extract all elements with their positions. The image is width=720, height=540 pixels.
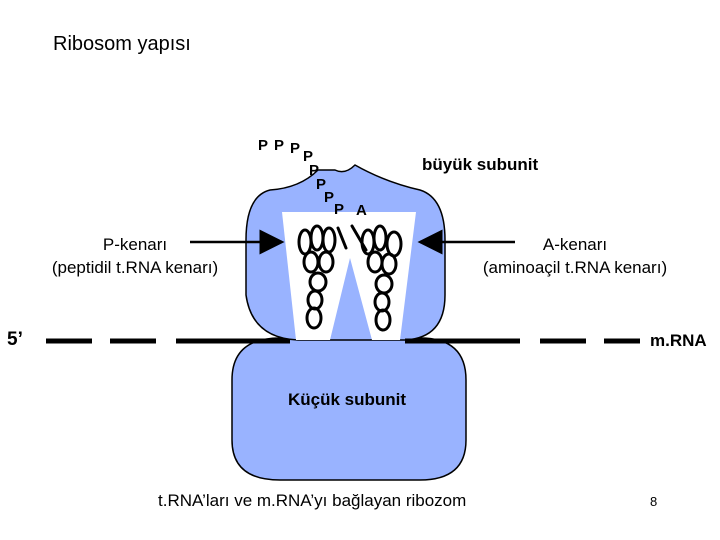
peptide-chain: P P P P P P P P A — [258, 137, 367, 219]
a-site-label-line2: (aminoaçil t.RNA kenarı) — [482, 258, 668, 277]
peptide-residue: P — [334, 201, 344, 218]
caption: t.RNA’ları ve m.RNA’yı bağlayan ribozom — [158, 491, 467, 510]
page-number: 8 — [650, 494, 658, 509]
p-site-trna — [297, 224, 348, 330]
peptide-residue: P — [290, 140, 300, 157]
small-subunit-label: Küçük subunit — [288, 390, 407, 409]
mrna-label: m.RNA — [650, 331, 707, 350]
a-site-label: A-kenarı (aminoaçil t.RNA kenarı) — [455, 233, 695, 279]
large-subunit-label: büyük subunit — [422, 155, 539, 174]
p-site-label-line1: P-kenarı — [102, 235, 168, 254]
peptide-residue: P — [274, 137, 284, 154]
incoming-amino-acid: A — [356, 202, 367, 219]
a-site-trna — [350, 224, 403, 332]
peptide-residue: P — [309, 162, 319, 179]
p-site-label: P-kenarı (peptidil t.RNA kenarı) — [26, 233, 244, 279]
peptide-residue: P — [303, 148, 313, 165]
peptide-residue: P — [258, 137, 268, 154]
small-subunit — [231, 337, 467, 481]
p-site-label-line2: (peptidil t.RNA kenarı) — [51, 258, 219, 277]
five-prime-label: 5’ — [7, 329, 23, 350]
peptide-residue: P — [324, 189, 334, 206]
a-site-label-line1: A-kenarı — [542, 235, 608, 254]
peptide-residue: P — [316, 176, 326, 193]
slide-title: Ribosom yapısı — [53, 33, 191, 55]
